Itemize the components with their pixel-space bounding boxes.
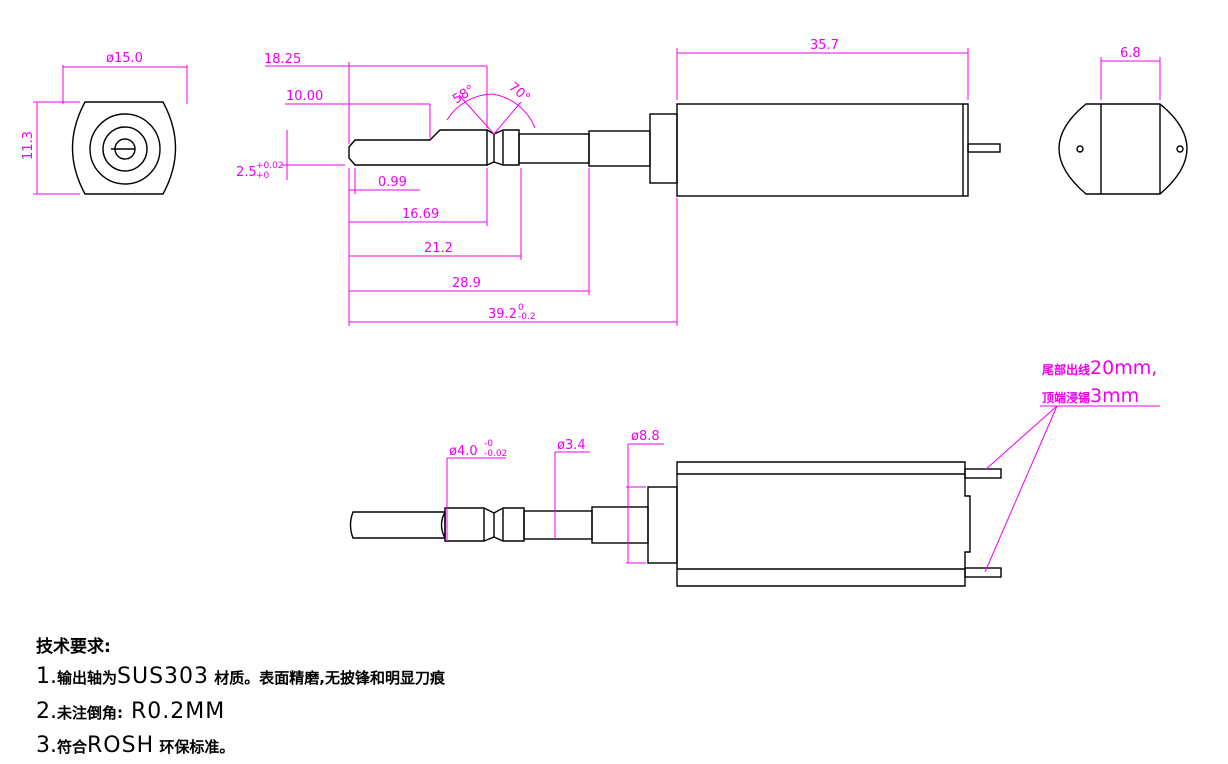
end-view: 6.8 — [1058, 46, 1188, 195]
dim-dia-4-0: ø4.0 — [449, 444, 478, 459]
dim-tip-height-tol-lower: +0 — [256, 171, 270, 181]
dim-front-height: 11.3 — [21, 131, 36, 160]
dim-len-18-25: 18.25 — [264, 52, 301, 67]
dim-tip-height-tol-upper: +0.02 — [256, 161, 284, 171]
dim-dia-3-4: ø3.4 — [557, 438, 586, 453]
note-text: 环保标准。 — [154, 738, 235, 756]
note-text: 未注倒角: — [57, 704, 123, 722]
dim-dia-4-0-tol-upper: -0 — [484, 439, 493, 449]
note-number: 3. — [36, 733, 57, 758]
notes-title: 技术要求: — [36, 637, 111, 657]
note-number: 2. — [36, 699, 57, 724]
dim-front-diameter: ø15.0 — [106, 51, 143, 66]
dim-angle-58: 58° — [450, 82, 477, 107]
note-item: 3.符合ROSH 环保标准。 — [36, 733, 234, 758]
dim-len-28-9: 28.9 — [452, 276, 481, 291]
dim-dia-8-8: ø8.8 — [631, 429, 660, 444]
note-text: 输出轴为 — [57, 669, 118, 687]
side-view-bottom: ø4.0 -0 -0.02 ø3.4 ø8.8 尾部出线20mm, 顶端浸锡3m… — [349, 357, 1160, 587]
dim-len-21-2: 21.2 — [424, 241, 453, 256]
dim-len-0-99: 0.99 — [378, 175, 407, 190]
note-text: ROSH — [87, 733, 155, 758]
dim-len-16-69: 16.69 — [402, 207, 439, 222]
lead-note-line2-cn: 顶端浸锡 — [1042, 390, 1090, 405]
dim-len-39-2: 39.2 — [488, 307, 517, 322]
note-item: 2.未注倒角: R0.2MM — [36, 699, 225, 724]
note-text: SUS303 — [117, 664, 210, 689]
dim-len-39-2-tol-upper: 0 — [518, 303, 524, 313]
side-view-top: 18.25 10.00 58° 70° 35.7 2.5 +0.02 +0 0.… — [236, 38, 1001, 326]
dim-len-10-00: 10.00 — [286, 89, 323, 104]
dim-dia-4-0-tol-lower: -0.02 — [484, 449, 507, 459]
note-number: 1. — [36, 664, 57, 689]
note-text: 符合 — [57, 738, 88, 756]
note-text: R0.2MM — [123, 699, 226, 724]
note-item: 1.输出轴为SUS303 材质。表面精磨,无披锋和明显刀痕 — [36, 664, 445, 689]
dim-body-length: 35.7 — [810, 38, 839, 53]
dim-angle-70: 70° — [505, 80, 532, 106]
note-text: 材质。表面精磨,无披锋和明显刀痕 — [209, 669, 445, 687]
lead-note-line2: 顶端浸锡3mm — [1042, 385, 1139, 407]
lead-note-line1-val: 20mm, — [1090, 357, 1157, 379]
lead-note-line2-val: 3mm — [1090, 385, 1139, 407]
lead-note-line1-cn: 尾部出线 — [1042, 362, 1090, 377]
dim-len-39-2-tol-lower: -0.2 — [518, 312, 536, 322]
dim-side-width: 6.8 — [1120, 46, 1141, 61]
lead-note-line1: 尾部出线20mm, — [1042, 357, 1157, 379]
dim-tip-height: 2.5 — [236, 165, 257, 180]
front-view: ø15.0 11.3 — [21, 51, 188, 195]
